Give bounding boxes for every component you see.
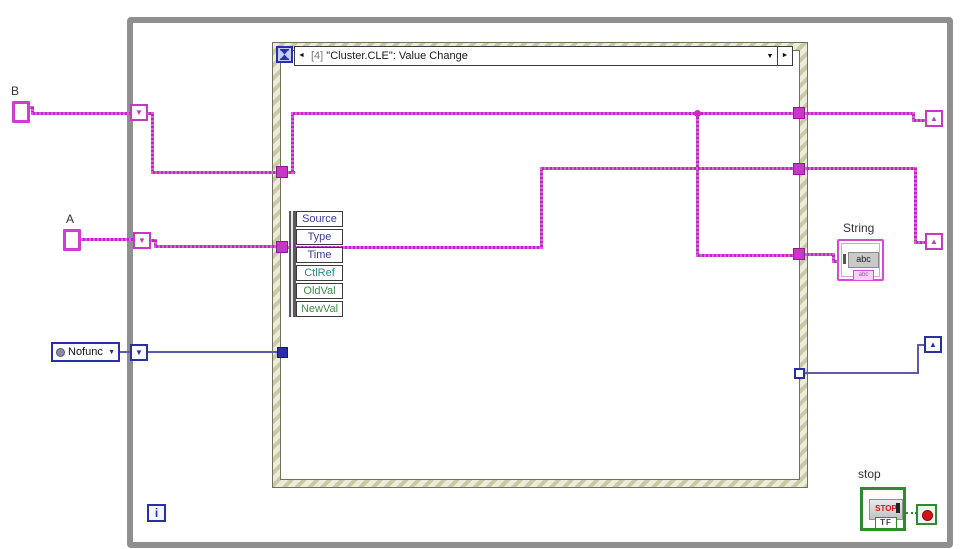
next-case-icon[interactable]: ► bbox=[777, 47, 792, 65]
wire-segment bbox=[540, 168, 543, 249]
event-structure-case-area bbox=[280, 50, 800, 480]
shift-register-left-a[interactable]: ▼ bbox=[133, 232, 151, 249]
loop-condition-terminal[interactable] bbox=[916, 504, 937, 525]
shift-register-right-enum[interactable]: ▲ bbox=[924, 336, 942, 353]
wire-segment bbox=[803, 372, 919, 374]
a-terminal[interactable] bbox=[63, 229, 81, 251]
wire-segment bbox=[805, 167, 917, 170]
wire-segment bbox=[805, 112, 915, 115]
wire-segment bbox=[696, 254, 796, 257]
event-case-index: [4] bbox=[311, 50, 324, 62]
wire-segment bbox=[150, 239, 157, 242]
enum-icon bbox=[56, 347, 65, 357]
event-data-item-source[interactable]: Source bbox=[296, 211, 343, 227]
string-datatype-tab: abc bbox=[853, 270, 874, 281]
hourglass-icon bbox=[280, 49, 289, 60]
event-data-item-time[interactable]: Time bbox=[296, 247, 343, 263]
stop-if-true-icon bbox=[922, 510, 933, 521]
event-case-label[interactable]: [4] "Cluster.CLE": Value Change bbox=[308, 50, 763, 62]
shift-register-right-b[interactable]: ▲ bbox=[925, 110, 943, 127]
wire-segment bbox=[151, 112, 154, 174]
wire-segment bbox=[81, 238, 134, 241]
shift-register-right-a[interactable]: ▲ bbox=[925, 233, 943, 250]
a-terminal-label: A bbox=[66, 212, 75, 226]
event-case-selector[interactable]: ◄ [4] "Cluster.CLE": Value Change ▼ ► bbox=[294, 46, 793, 66]
wire-segment bbox=[914, 167, 917, 244]
stop-output-nub bbox=[896, 503, 900, 513]
b-terminal-label: B bbox=[11, 84, 20, 98]
event-data-node-bar bbox=[289, 211, 296, 317]
tunnel-input-b[interactable] bbox=[276, 166, 288, 178]
wire-segment bbox=[291, 112, 294, 174]
wire-segment bbox=[917, 344, 926, 346]
b-terminal[interactable] bbox=[12, 101, 30, 123]
nofunc-enum-label: Nofunc bbox=[68, 346, 103, 358]
tunnel-output-a[interactable] bbox=[793, 163, 805, 175]
event-data-item-ctlref[interactable]: CtlRef bbox=[296, 265, 343, 281]
event-timeout-terminal[interactable] bbox=[276, 46, 293, 63]
string-indicator-label: String bbox=[843, 221, 875, 235]
wire-segment bbox=[540, 167, 796, 170]
wire-segment bbox=[147, 351, 278, 353]
wire-segment bbox=[917, 346, 919, 374]
wire-segment bbox=[912, 119, 926, 122]
wire-segment bbox=[151, 171, 278, 174]
enum-dropdown-icon[interactable]: ▼ bbox=[108, 348, 115, 356]
wire-segment bbox=[696, 112, 699, 257]
stop-button-terminal[interactable]: STOP TF bbox=[860, 487, 906, 531]
event-data-node[interactable]: Source Type Time CtlRef OldVal NewVal bbox=[296, 211, 343, 317]
while-loop-border bbox=[127, 17, 953, 548]
tunnel-input-enum[interactable] bbox=[277, 347, 288, 358]
wire-segment bbox=[805, 253, 835, 256]
wire-segment bbox=[291, 112, 796, 115]
wire-junction bbox=[694, 110, 701, 117]
wire-segment bbox=[31, 112, 131, 115]
wire-segment bbox=[31, 106, 34, 115]
shift-register-left-b[interactable]: ▼ bbox=[130, 104, 148, 121]
wire-segment bbox=[154, 245, 278, 248]
wire-segment bbox=[906, 512, 917, 514]
tunnel-output-string[interactable] bbox=[793, 248, 805, 260]
tunnel-input-a[interactable] bbox=[276, 241, 288, 253]
string-abc-field: abc bbox=[848, 252, 879, 268]
previous-case-icon[interactable]: ◄ bbox=[298, 52, 305, 59]
string-input-nub bbox=[843, 254, 846, 264]
wire-segment bbox=[912, 112, 915, 122]
iteration-terminal[interactable]: i bbox=[147, 504, 166, 522]
case-dropdown-icon[interactable]: ▼ bbox=[766, 52, 774, 60]
tunnel-output-b[interactable] bbox=[793, 107, 805, 119]
shift-register-left-enum[interactable]: ▼ bbox=[130, 344, 148, 361]
stop-button-label: stop bbox=[858, 467, 881, 481]
wire-segment bbox=[287, 246, 543, 249]
wire-segment bbox=[154, 239, 157, 248]
wire-segment bbox=[147, 112, 154, 115]
tunnel-output-enum[interactable] bbox=[794, 368, 805, 379]
event-structure-border bbox=[272, 42, 808, 488]
nofunc-enum-constant[interactable]: Nofunc ▼ bbox=[51, 342, 120, 362]
event-data-item-oldval[interactable]: OldVal bbox=[296, 283, 343, 299]
stop-datatype-tf: TF bbox=[875, 517, 897, 529]
event-data-item-newval[interactable]: NewVal bbox=[296, 301, 343, 317]
event-data-item-type[interactable]: Type bbox=[296, 229, 343, 245]
event-case-name: "Cluster.CLE": Value Change bbox=[326, 50, 468, 62]
wire-segment bbox=[832, 253, 835, 263]
string-indicator-terminal[interactable]: abc abc bbox=[837, 239, 884, 281]
wire-segment bbox=[914, 241, 926, 244]
wire-segment bbox=[119, 351, 132, 353]
